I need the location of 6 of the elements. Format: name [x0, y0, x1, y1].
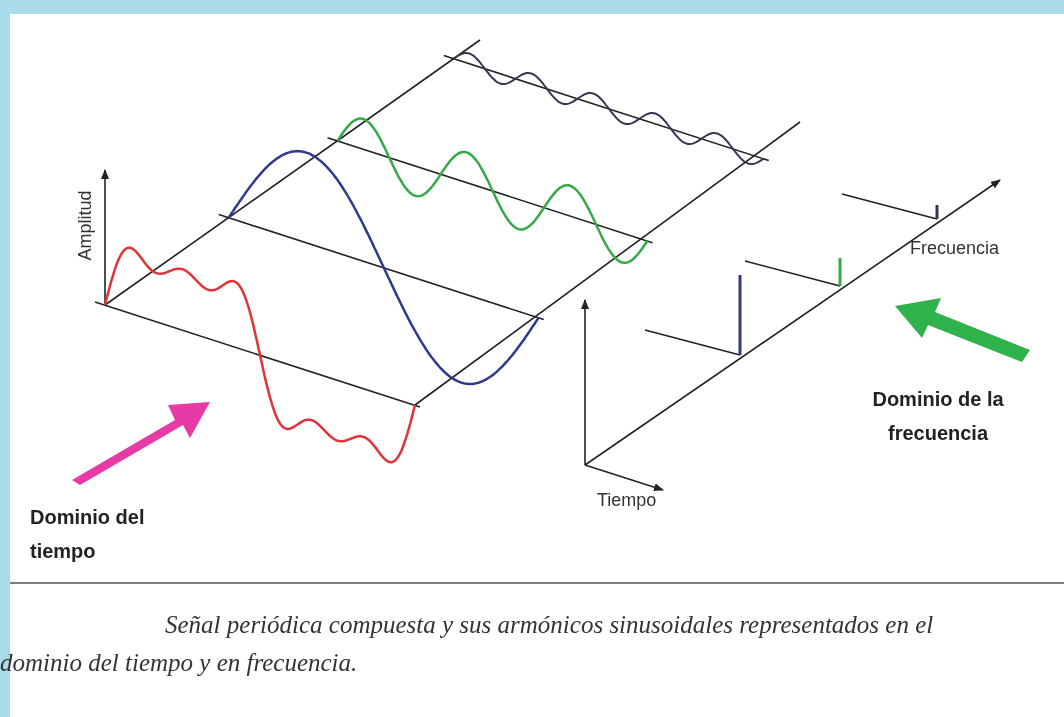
- axis-label: Frecuencia: [910, 238, 1000, 259]
- domain-label: Dominio del tiempo: [30, 505, 146, 564]
- axis-label: Amplitud: [74, 190, 96, 261]
- caption-text: Señal periódica compuesta y sus armónicos sinusoidales representados en el dominio del tiempo y en frecuencia.: [0, 610, 935, 678]
- domain-label: Dominio de la frecuencia: [871, 387, 1005, 446]
- axis-label: Tiempo: [597, 490, 657, 511]
